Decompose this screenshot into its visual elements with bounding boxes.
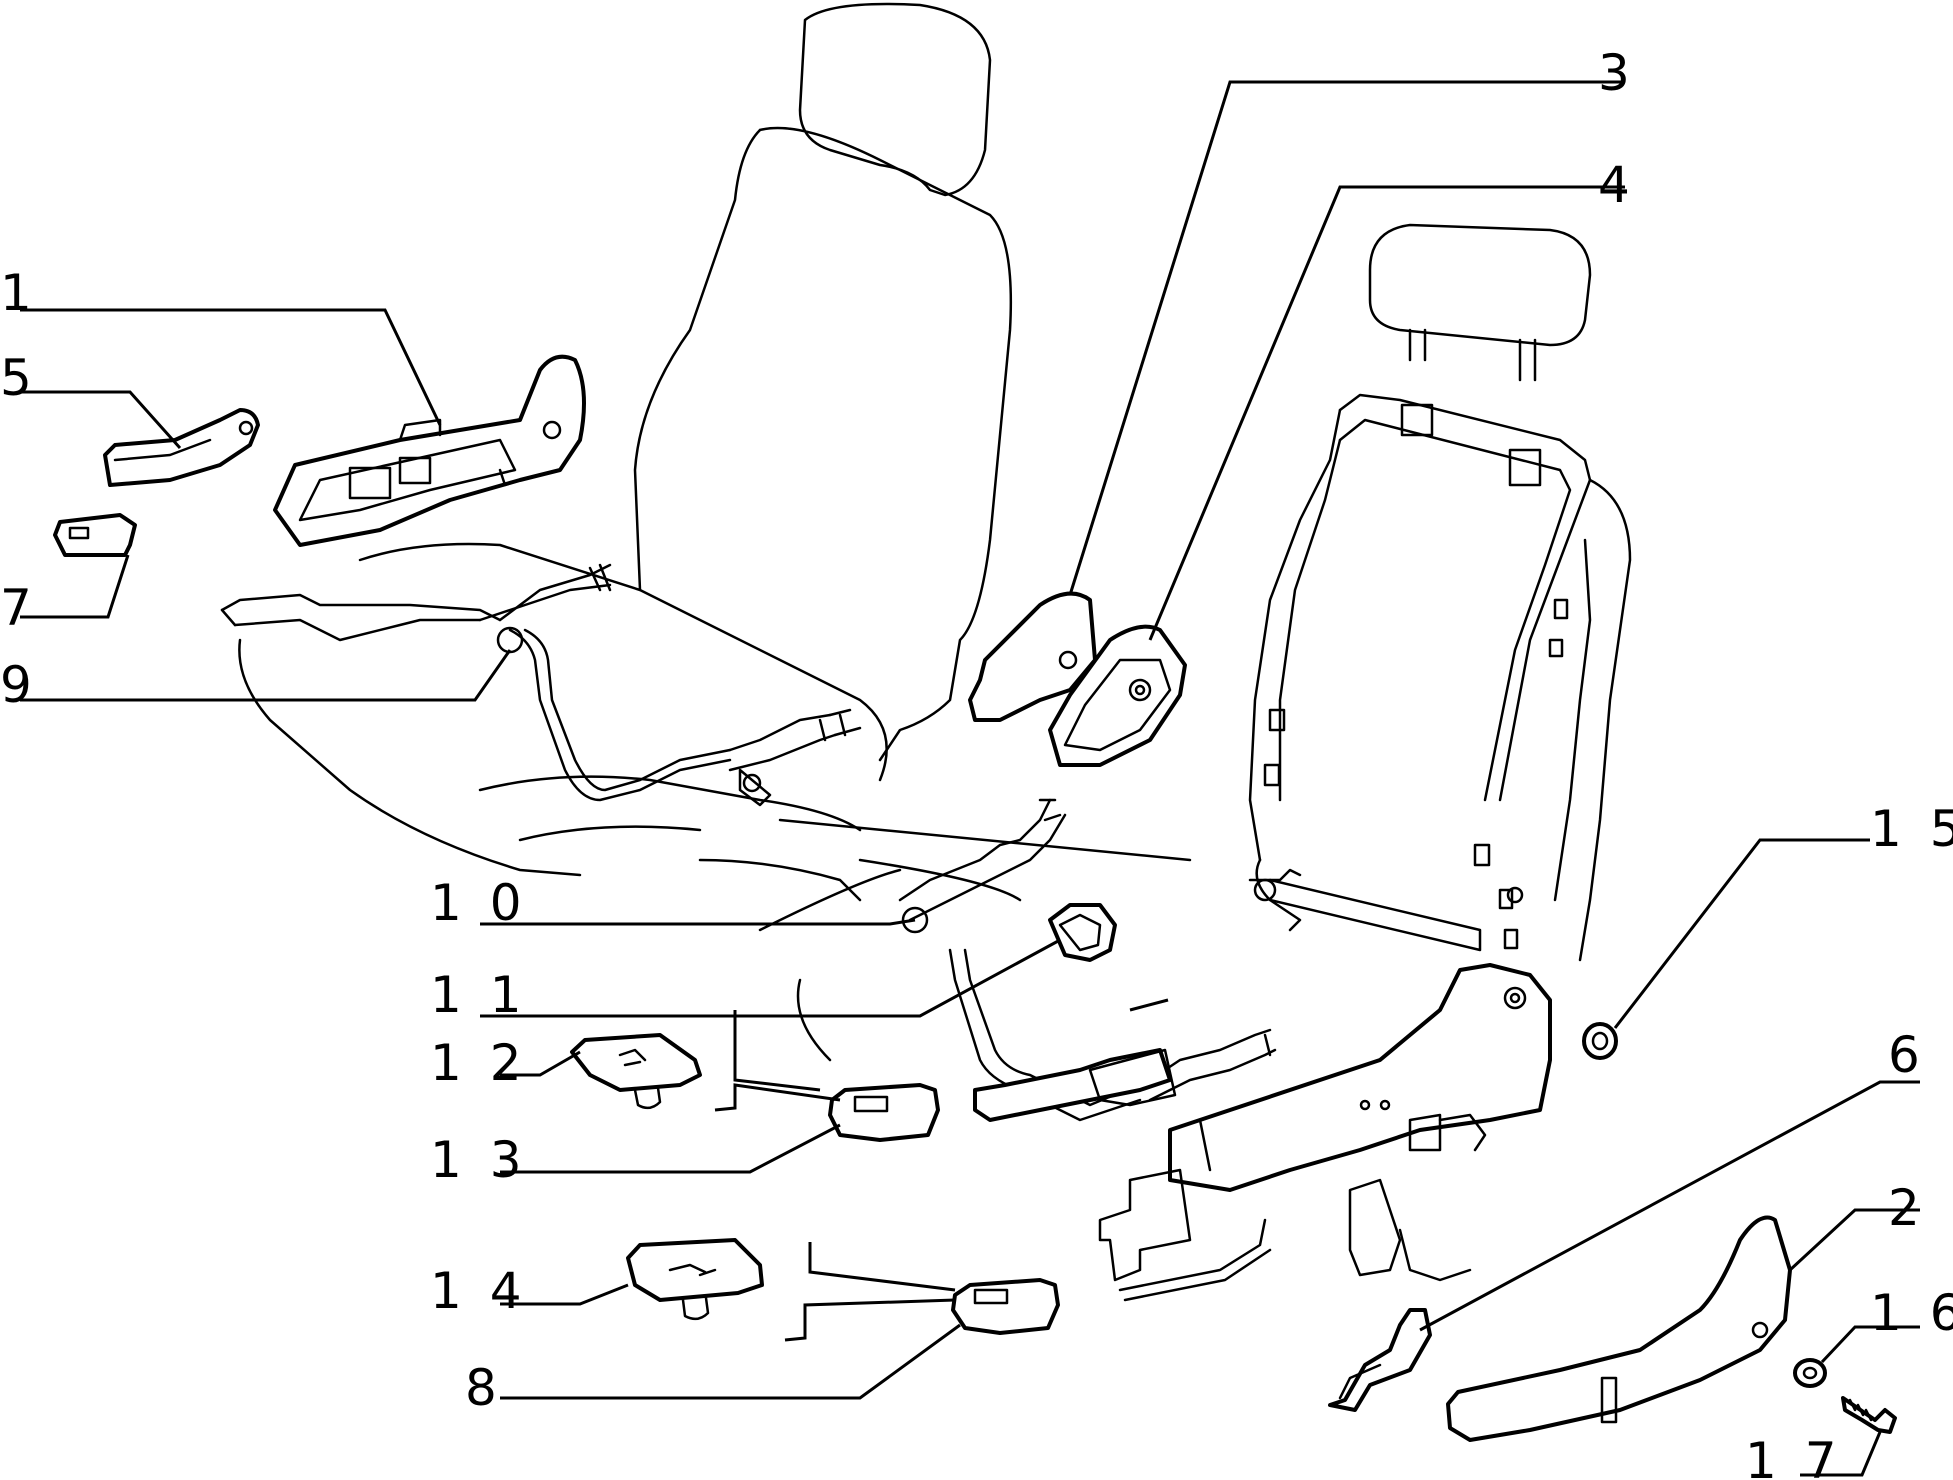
part-2-side-trim bbox=[1446, 1215, 1792, 1442]
seat-back-frame bbox=[1248, 223, 1632, 962]
part-14-knob bbox=[626, 1238, 764, 1321]
callout-2: 2 bbox=[1888, 1179, 1926, 1237]
part-7-cap bbox=[53, 513, 137, 557]
callout-11: 1 1 bbox=[430, 966, 528, 1024]
callout-4: 4 bbox=[1598, 156, 1636, 214]
part-3-recliner-cover bbox=[968, 591, 1097, 722]
part-4-recliner-cover-inner bbox=[1048, 624, 1187, 767]
part-12-knob bbox=[570, 1033, 702, 1110]
callout-6: 6 bbox=[1888, 1026, 1926, 1084]
callout-3: 3 bbox=[1598, 44, 1636, 102]
part-5-lever bbox=[103, 408, 260, 487]
callout-13: 1 3 bbox=[430, 1131, 528, 1189]
seat-outline-ghost bbox=[238, 2, 1192, 1062]
part-1-side-trim bbox=[273, 354, 586, 547]
callout-17: 1 7 bbox=[1745, 1432, 1843, 1480]
callout-15: 1 5 bbox=[1870, 800, 1953, 858]
callout-1: 1 bbox=[0, 264, 38, 322]
callout-14: 1 4 bbox=[430, 1262, 528, 1320]
callout-labels: 1 2 3 4 5 6 7 8 9 1 0 1 1 1 2 1 3 1 4 1 … bbox=[0, 44, 1953, 1480]
part-9-frame-wire bbox=[220, 563, 862, 807]
part-8-cap bbox=[951, 1278, 1060, 1335]
callout-8: 8 bbox=[465, 1359, 503, 1417]
leader-lines bbox=[20, 80, 1920, 1477]
part-11-bracket bbox=[1048, 903, 1117, 962]
part-17-screw bbox=[1841, 1396, 1897, 1434]
part-15-nut bbox=[1582, 1022, 1618, 1060]
seat-track-bracket bbox=[1098, 963, 1552, 1302]
callout-9: 9 bbox=[0, 656, 38, 714]
part-16-washer bbox=[1793, 1358, 1827, 1388]
callout-5: 5 bbox=[0, 349, 38, 407]
part-10-lower-wire bbox=[898, 798, 1277, 1122]
callout-16: 1 6 bbox=[1870, 1284, 1953, 1342]
part-6-lever bbox=[1328, 1308, 1432, 1412]
callout-12: 1 2 bbox=[430, 1034, 528, 1092]
part-13-cap bbox=[828, 1083, 940, 1142]
seat-rail-lower bbox=[973, 1048, 1177, 1122]
callout-7: 7 bbox=[0, 579, 38, 637]
callout-10: 1 0 bbox=[430, 874, 528, 932]
